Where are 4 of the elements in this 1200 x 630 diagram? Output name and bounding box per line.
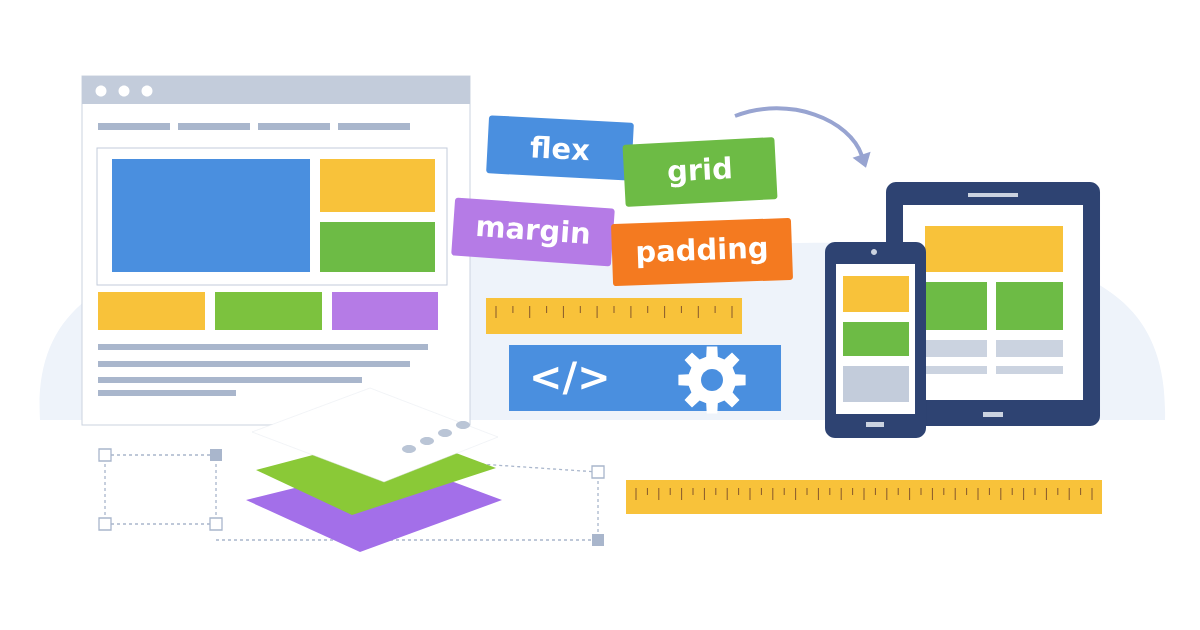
tag-label: flex	[486, 115, 634, 181]
tag-label: margin	[451, 197, 615, 267]
tag-label: grid	[622, 137, 778, 207]
tag-label: padding	[611, 218, 793, 286]
